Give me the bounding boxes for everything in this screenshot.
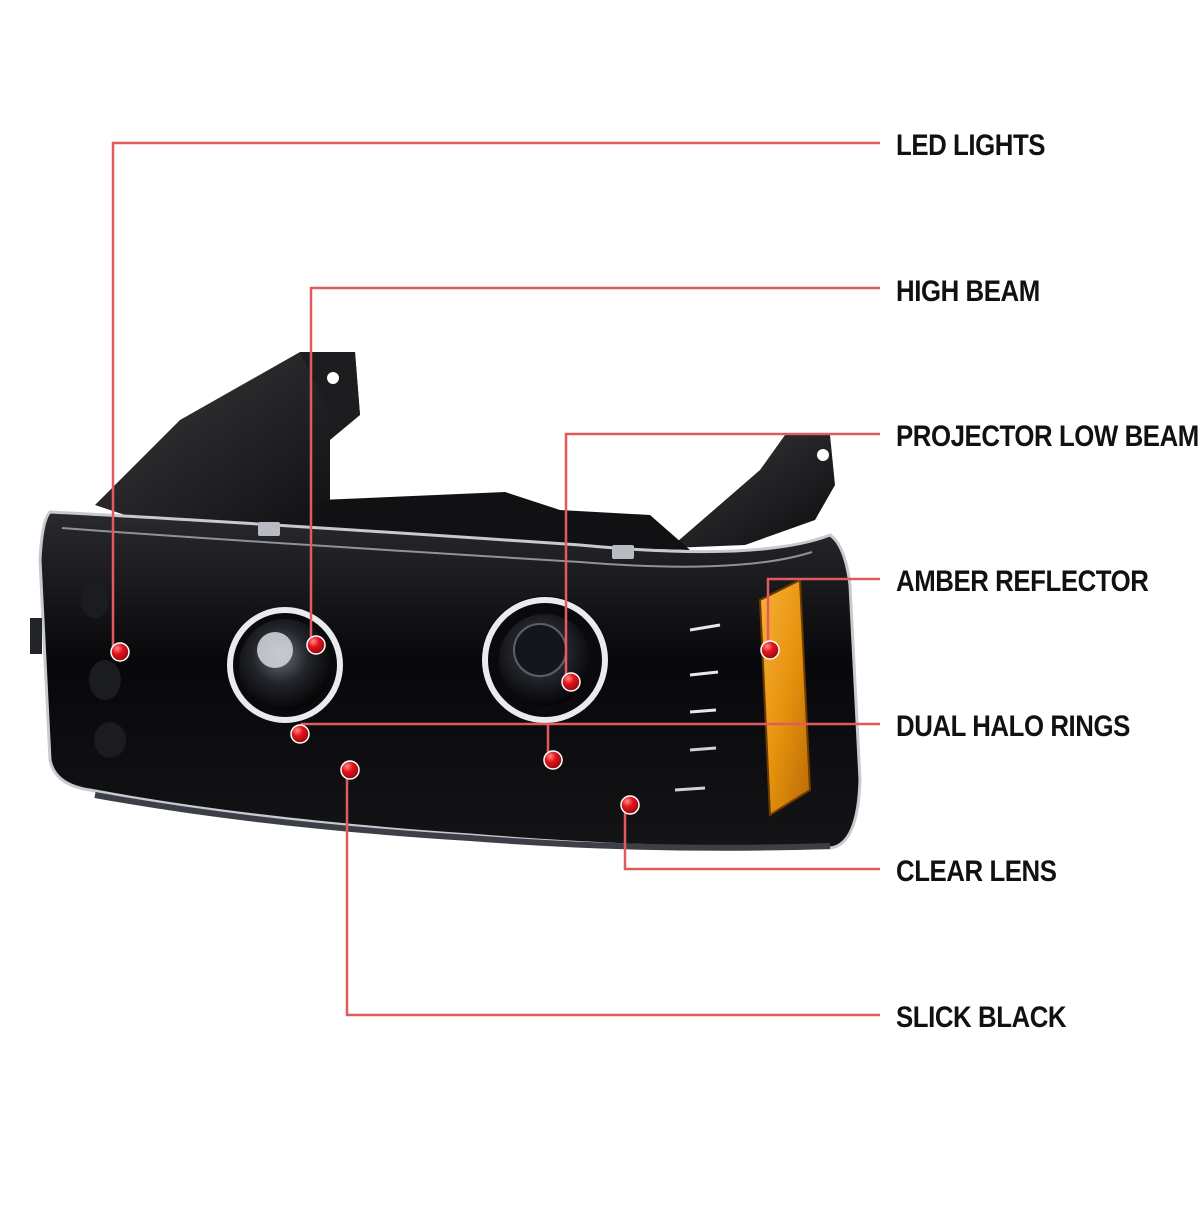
marker-led: [110, 642, 130, 662]
callout-line-amber: [766, 577, 880, 650]
label-high-beam: HIGH BEAM: [896, 275, 1040, 308]
callout-line-black: [345, 770, 880, 1017]
mounting-bracket-left: [95, 352, 360, 545]
marker-halo-right: [543, 750, 563, 770]
marker-clear: [620, 795, 640, 815]
marker-black: [340, 760, 360, 780]
label-amber-reflector: AMBER REFLECTOR: [896, 565, 1149, 598]
headlight-housing: [30, 510, 862, 851]
amber-reflector: [758, 578, 812, 817]
marker-high: [306, 635, 326, 655]
marker-proj: [561, 672, 581, 692]
callout-line-led: [111, 141, 880, 652]
label-clear-lens: CLEAR LENS: [896, 855, 1057, 888]
low-beam-projector: [481, 596, 609, 724]
label-projector-low-beam: PROJECTOR LOW BEAM: [896, 420, 1199, 453]
callout-markers: [110, 635, 780, 815]
mounting-bracket-right: [670, 435, 835, 548]
callout-line-high: [309, 286, 880, 645]
callout-line-proj: [564, 432, 880, 682]
high-beam-projector: [227, 607, 343, 723]
marker-halo-left: [290, 724, 310, 744]
label-dual-halo-rings: DUAL HALO RINGS: [896, 710, 1130, 743]
label-led-lights: LED LIGHTS: [896, 129, 1046, 162]
marker-amber: [760, 640, 780, 660]
callout-lines: [111, 141, 880, 1017]
callout-line-clear: [623, 805, 880, 871]
label-slick-black: SLICK BLACK: [896, 1001, 1067, 1034]
